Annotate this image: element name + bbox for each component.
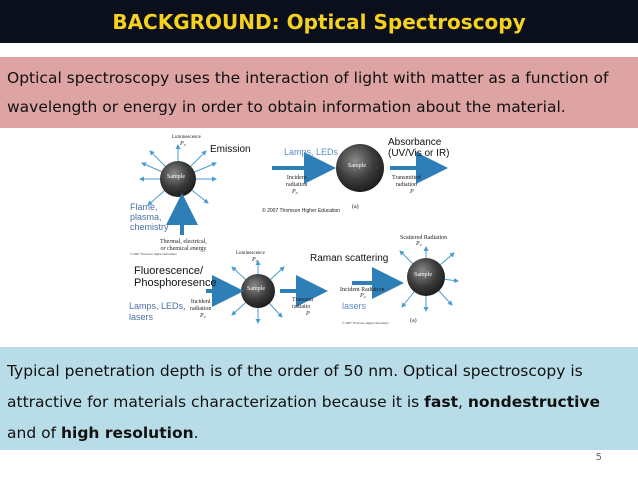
slide-title: BACKGROUND: Optical Spectroscopy (112, 9, 526, 34)
emission-title: Emission (210, 144, 251, 155)
absorbance-subtitle: (UV/Vis or IR) (388, 148, 450, 159)
fluorescence-transmitted-label: Transmit radiatio (292, 297, 314, 310)
absorbance-p-label: P (410, 189, 414, 195)
bottom-text-4: . (193, 424, 199, 442)
raman-sample-label: Sample (414, 272, 432, 278)
bottom-box: Typical penetration depth is of the orde… (0, 347, 638, 450)
raman-sample (399, 246, 459, 312)
absorbance-sample-label: Sample (348, 163, 366, 169)
bottom-text: Typical penetration depth is of the orde… (0, 347, 638, 449)
raman-source-label: lasers (342, 301, 367, 311)
fluorescence-p0b-label: P₀ (200, 313, 206, 319)
bottom-text-2: , (458, 393, 468, 411)
raman-panel-label: (a) (410, 318, 417, 324)
fluorescence-sample (231, 260, 285, 324)
absorbance-incident-label: Incident radiation (286, 175, 308, 188)
emission-sample (139, 144, 217, 206)
emission-source-label: Flame, plasma, chemistry (130, 202, 169, 232)
absorbance-panel-label: (a) (352, 204, 359, 210)
absorbance-source-label: Lamps, LEDs (284, 147, 339, 157)
emission-energy-label: Thermal, electrical, or chemical energy (160, 239, 207, 252)
raman-small-copyright: © 2007 Thomson Higher Education (342, 321, 389, 325)
title-bar: BACKGROUND: Optical Spectroscopy (0, 0, 638, 43)
fluorescence-p-label: P (306, 311, 310, 317)
absorbance-sample (336, 144, 384, 192)
bold-nondestructive: nondestructive (467, 393, 601, 411)
emission-p0-label: P₀ (180, 141, 186, 147)
raman-incident-label: Incident Radiation (340, 287, 385, 293)
fluorescence-p0-label: P₀ (252, 257, 258, 263)
bold-fast: fast (424, 393, 459, 411)
absorbance-p0-label: P₀ (292, 189, 298, 195)
bottom-text-1: Typical penetration depth is of the orde… (7, 362, 583, 411)
raman-scattered-label: Scattered Radiation (400, 235, 448, 241)
absorbance-transmitted-label: Transmitted radiation (392, 175, 421, 188)
raman-p0-label: P₀ (416, 241, 422, 247)
bottom-text-3: and of (7, 424, 61, 442)
fluorescence-source-label: Lamps, LEDs, lasers (129, 301, 186, 322)
fluorescence-incident-label: Incident radiation (190, 299, 212, 312)
emission-sample-label: Sample (167, 174, 185, 180)
fluorescence-sample-label: Sample (247, 286, 265, 292)
raman-title: Raman scattering (310, 253, 389, 264)
emission-luminescence-label: Luminescence (172, 135, 201, 140)
fluorescence-luminescence-label: Luminescence (236, 251, 265, 256)
page-number: 5 (595, 452, 602, 463)
raman-p0b-label: P₀ (360, 293, 366, 299)
spectroscopy-figure: Luminescence P₀ Sample Emission Flame, p… (120, 131, 520, 331)
fluorescence-small-copyright: © 2007 Thomson Higher Education (130, 252, 177, 256)
intro-box: Optical spectroscopy uses the interactio… (0, 57, 638, 128)
intro-text: Optical spectroscopy uses the interactio… (7, 69, 609, 116)
absorbance-copyright: © 2007 Thomson Higher Education (262, 208, 341, 214)
bold-high-resolution: high resolution (60, 424, 194, 442)
fluorescence-title: Fluorescence/ Phosphoresence (134, 265, 217, 289)
figure-graphics (139, 144, 459, 324)
absorbance-title: Absorbance (388, 137, 442, 148)
